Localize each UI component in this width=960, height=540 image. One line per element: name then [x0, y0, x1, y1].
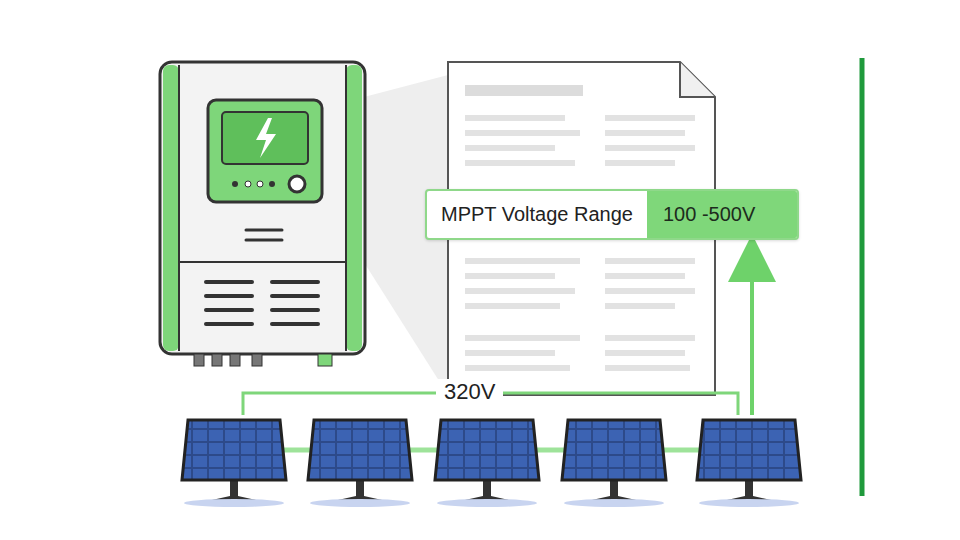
- callout-box: MPPT Voltage Range100 -500V: [425, 189, 799, 240]
- leader-arrow: [750, 258, 754, 415]
- voltage-label: 320V: [436, 379, 503, 405]
- parameter-value: 100 -500V: [647, 191, 797, 238]
- divider-line: [860, 58, 865, 496]
- inverter: [160, 62, 365, 366]
- solar-panels: [182, 420, 801, 507]
- parameter-name: MPPT Voltage Range: [427, 191, 647, 238]
